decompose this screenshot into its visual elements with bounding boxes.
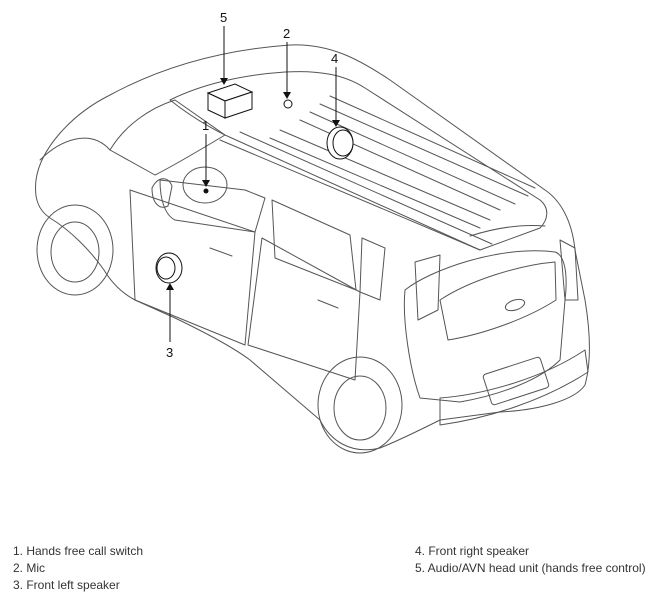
roof-spoiler [469, 225, 546, 237]
rear-bumper [439, 349, 589, 426]
car-body-silhouette [35, 44, 590, 451]
legend-item: 4. Front right speaker [415, 544, 530, 558]
front-door [129, 189, 256, 346]
legend-left-column: 1. Hands free call switch 2. Mic 3. Fron… [13, 543, 143, 594]
vehicle-component-diagram: 5 2 4 1 3 [35, 10, 590, 454]
roof-rib [329, 95, 536, 189]
roof-outline [169, 71, 548, 251]
side-mirror [151, 178, 173, 208]
car-outline [35, 44, 590, 454]
front-left-wheel-rim [50, 221, 100, 283]
roof-rail [239, 131, 493, 245]
rear-door [247, 237, 361, 381]
steering-wheel [182, 166, 228, 204]
mic-component [283, 99, 293, 109]
door-handle-rear [317, 299, 339, 309]
front-right-speaker-shape [326, 126, 354, 160]
call-switch-component [203, 188, 209, 194]
tailgate [403, 250, 567, 403]
legend-item: 1. Hands free call switch [13, 544, 144, 558]
rear-quarter-window [359, 237, 386, 301]
leader-lines [166, 26, 340, 342]
callout-5: 5 [220, 10, 227, 25]
door-handle-front [209, 247, 233, 257]
rear-side-window [271, 199, 357, 291]
taillight-right [559, 239, 579, 301]
rear-left-wheel-rim [333, 375, 387, 441]
head-unit-box [206, 83, 254, 119]
rear-emblem [504, 298, 526, 312]
roof-rail [219, 139, 481, 251]
windshield [109, 99, 226, 176]
rear-glass [439, 261, 557, 341]
rear-left-wheel [317, 356, 403, 454]
front-left-speaker-shape [155, 252, 183, 284]
callout-3: 3 [166, 345, 173, 360]
legend-item: 5. Audio/AVN head unit (hands free contr… [415, 561, 646, 575]
callout-2: 2 [283, 26, 290, 41]
legend-item: 3. Front left speaker [13, 578, 120, 592]
callout-4: 4 [331, 51, 338, 66]
taillight-left [414, 254, 441, 321]
roof-rib [269, 137, 481, 229]
front-fascia [39, 137, 111, 161]
legend-right-column: 4. Front right speaker 5. Audio/AVN head… [415, 543, 646, 577]
roof-rib [319, 103, 529, 197]
front-side-window [159, 179, 266, 233]
roof-rib [279, 129, 491, 221]
legend-item: 2. Mic [13, 561, 46, 575]
front-left-wheel [36, 204, 114, 296]
callout-1: 1 [202, 118, 209, 133]
license-plate [482, 356, 550, 406]
